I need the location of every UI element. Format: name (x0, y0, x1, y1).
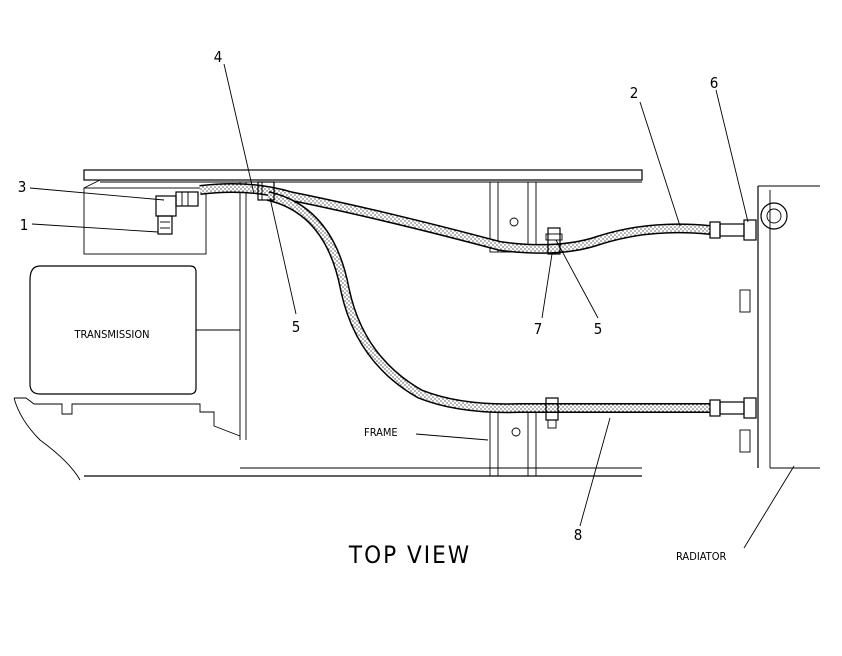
mid-clip (545, 227, 563, 255)
callout-7: 7 (534, 320, 543, 338)
hose-upper (199, 183, 711, 254)
callout-3: 3 (18, 178, 27, 196)
lower-clip (545, 397, 559, 429)
callout-5-upper: 5 (292, 318, 301, 336)
callout-5-middle: 5 (594, 320, 603, 338)
callout-8: 8 (574, 526, 583, 544)
upper-clip (257, 181, 275, 201)
frame-label: FRAME (364, 426, 398, 439)
hose-lower (266, 191, 710, 414)
transmission-label: TRANSMISSION (73, 328, 149, 341)
diagram-title: TOP VIEW (348, 541, 471, 569)
lower-frame-bracket (489, 407, 537, 477)
radiator (739, 185, 820, 469)
lower-radiator-fitting (709, 397, 757, 419)
frame (83, 169, 643, 477)
callout-6: 6 (710, 74, 719, 92)
upper-radiator-fitting (709, 202, 788, 241)
leader-lines (29, 63, 795, 549)
callout-2: 2 (630, 84, 639, 102)
callout-1: 1 (20, 216, 29, 234)
elbow-fitting (155, 191, 199, 235)
callout-numbers: 1 2 3 4 5 5 6 7 8 (18, 48, 719, 544)
transmission: TRANSMISSION (13, 265, 241, 481)
radiator-label: RADIATOR (676, 550, 726, 563)
callout-4: 4 (214, 48, 223, 66)
